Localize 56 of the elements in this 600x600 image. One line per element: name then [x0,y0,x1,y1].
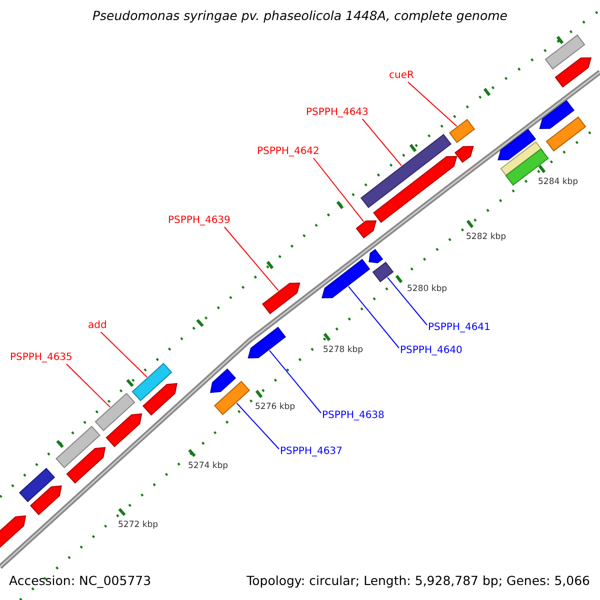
gene-feature [214,380,250,416]
gene-feature [94,392,136,432]
gene-feature [262,282,300,314]
leader-line [348,286,400,348]
title: Pseudomonas syringae pv. phaseolicola 1448A, complete genome [91,8,508,23]
genome-summary: Topology: circular; Length: 5,928,787 bp; Genes: 5,066 [246,573,590,588]
scale-label: 5278 kbp [323,345,364,355]
gene-label: PSPPH_4635 [10,352,72,364]
gene-label: PSPPH_4637 [280,446,342,458]
gene-feature [498,128,536,160]
accession-text: Accession: NC_005773 [9,573,152,588]
gene-label: PSPPH_4642 [257,146,320,158]
gene-label: PSPPH_4639 [168,215,230,227]
gene-feature [18,468,56,502]
scale-label: 5282 kbp [466,232,506,242]
gene-feature [66,446,106,484]
leader-line [66,364,111,408]
leader-line [236,402,280,450]
gene-feature [248,326,286,358]
gene-label: add [88,320,107,332]
gene-feature [356,220,377,239]
leader-line [312,158,364,222]
gene-feature [106,413,142,448]
gene-feature [448,118,476,144]
gene-feature [142,383,178,416]
gene-feature [0,515,26,550]
gene-feature [56,426,100,468]
gene-feature [554,57,592,88]
gene-feature [210,368,236,393]
scale-label: 5274 kbp [188,461,228,471]
gene-feature [322,258,370,298]
gene-feature [30,485,62,516]
gene-label: PSPPH_4640 [400,345,462,357]
leader-line [224,226,279,292]
scale-label: 5272 kbp [118,520,158,530]
gene-feature [546,116,586,152]
leader-line [100,332,148,378]
gene-feature [368,248,384,264]
gene-label: PSPPH_4638 [322,410,384,422]
gene-feature [454,146,474,163]
leader-line [268,350,322,414]
leader-line [362,118,402,166]
scale-label: 5284 kbp [538,177,578,187]
gene-feature [372,262,394,282]
gene-label: PSPPH_4641 [428,322,490,334]
scale-label: 5280 kbp [407,284,448,294]
gene-feature [360,134,452,208]
scale-label: 5276 kbp [255,402,296,412]
gene-label: PSPPH_4643 [306,107,368,119]
gene-feature [544,34,586,70]
leader-line [407,82,458,127]
leader-line [386,276,428,326]
gene-feature [132,362,172,402]
gene-feature [539,100,574,129]
gene-label: cueR [389,70,414,82]
gene-feature [373,156,458,223]
